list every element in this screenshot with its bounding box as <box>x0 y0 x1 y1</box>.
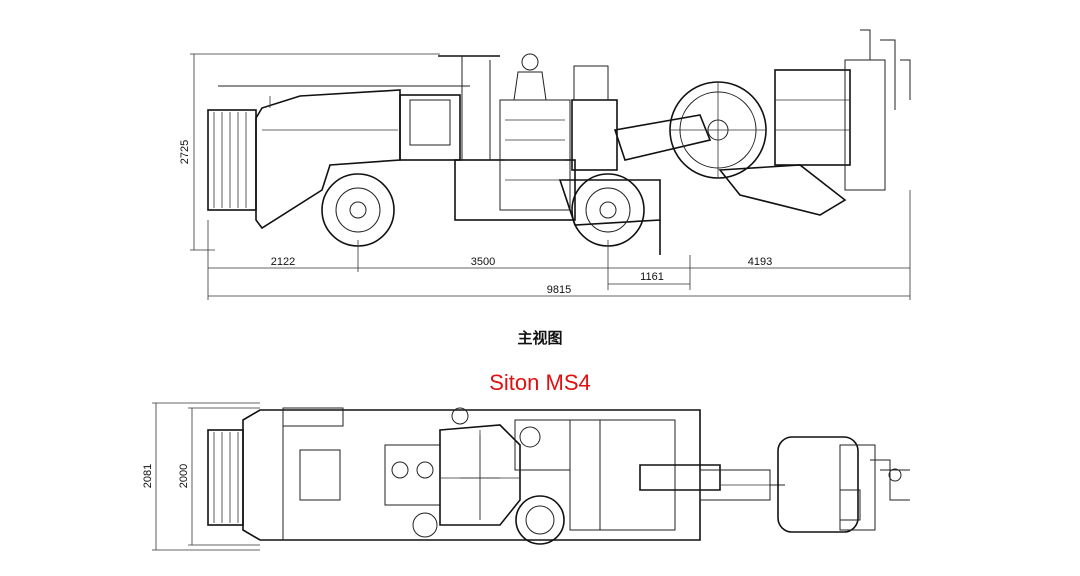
width-dimensions: 2081 2000 <box>142 402 260 551</box>
height-dimension: 2725 <box>179 53 440 251</box>
machine-top-silhouette <box>207 407 910 545</box>
dim-3500: 3500 <box>471 256 495 268</box>
front-wheel <box>571 173 645 247</box>
model-title: Siton MS4 <box>489 370 591 395</box>
top-view: 2081 2000 <box>142 402 910 551</box>
front-view: 2725 <box>179 29 911 347</box>
height-label: 2725 <box>179 140 191 164</box>
dim-4193: 4193 <box>748 256 772 268</box>
length-dimensions: 2122 3500 1161 4193 9815 <box>207 190 911 300</box>
dim-9815: 9815 <box>547 284 571 296</box>
dim-2122: 2122 <box>271 256 295 268</box>
dim-2081: 2081 <box>142 464 154 488</box>
dim-2000: 2000 <box>178 464 190 488</box>
dim-1161: 1161 <box>640 271 664 283</box>
view-caption: 主视图 <box>517 329 562 347</box>
machine-side-silhouette <box>207 29 911 255</box>
rear-wheel <box>321 173 395 247</box>
